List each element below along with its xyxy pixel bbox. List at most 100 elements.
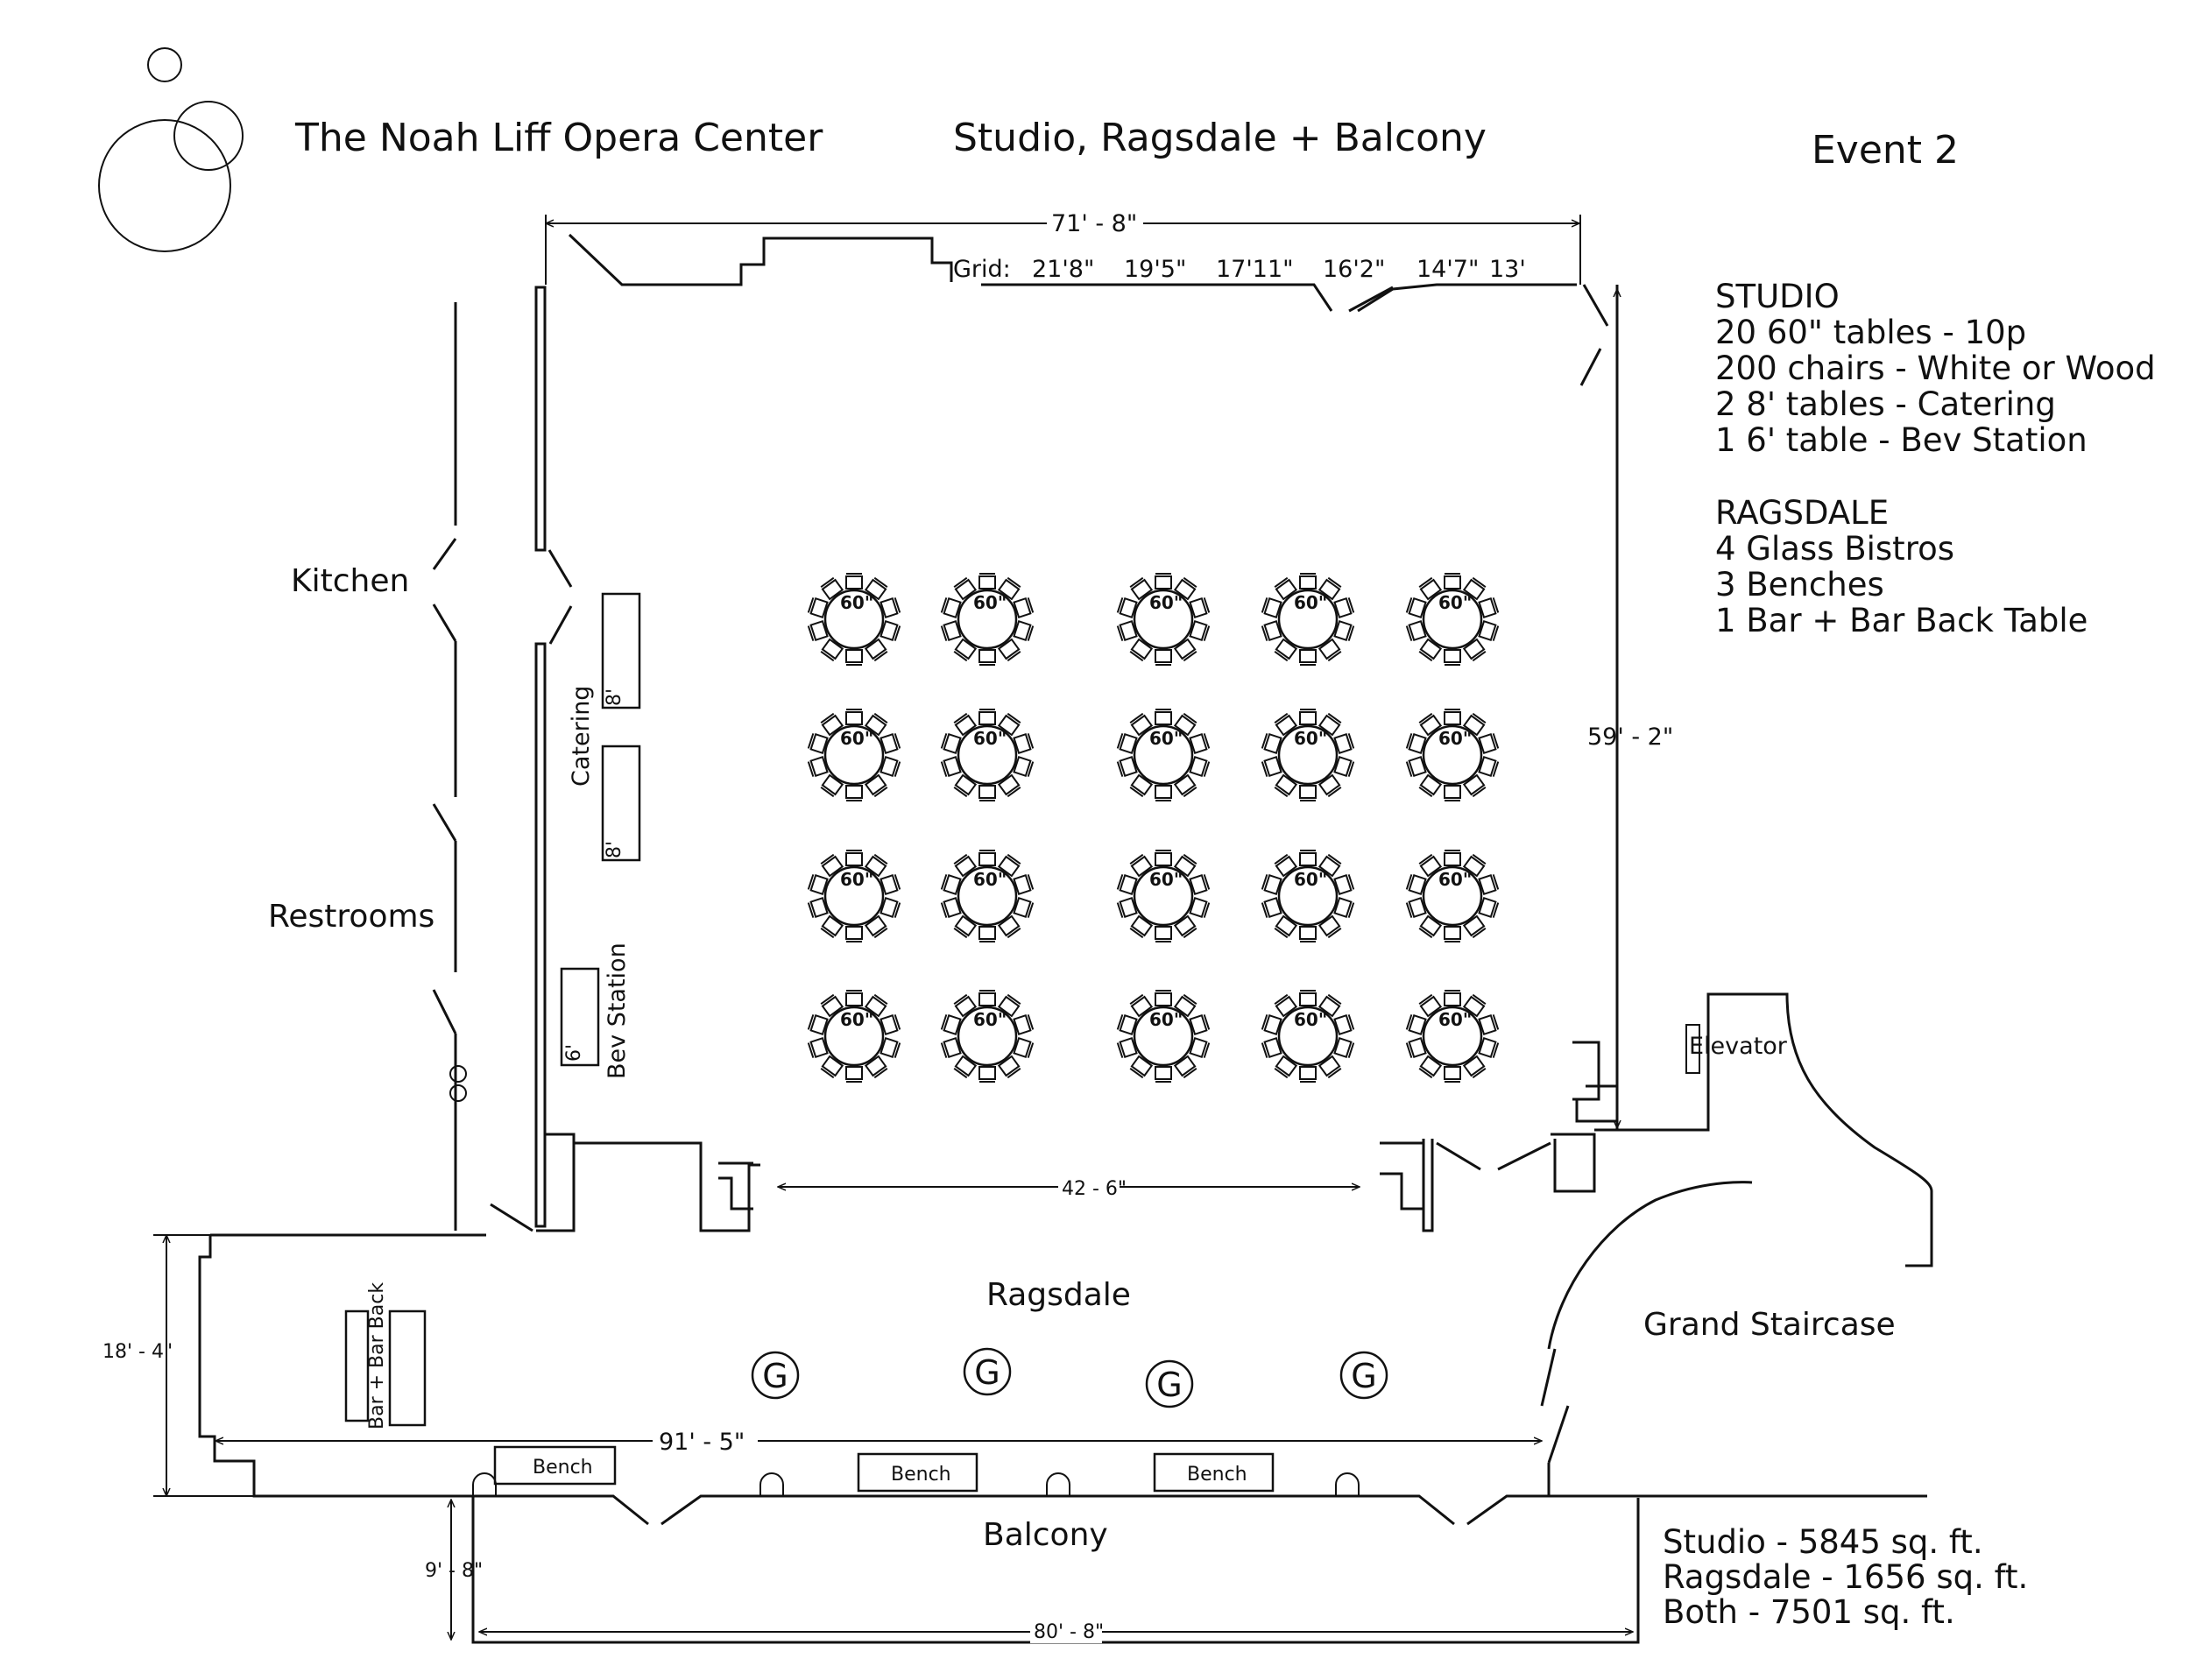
chair [809, 896, 829, 918]
chair [1130, 638, 1154, 660]
studio-inner-width-dim: 42 - 6" [1062, 1178, 1127, 1200]
chair [1299, 926, 1317, 940]
chair [1299, 575, 1317, 589]
chair-back [1007, 786, 1021, 798]
bev-table-size: 6' [563, 1044, 585, 1062]
chair [864, 638, 887, 660]
chair [1318, 773, 1341, 796]
chair-back [1472, 993, 1487, 1006]
bev-station-table [560, 967, 600, 1067]
restrooms-label: Restrooms [268, 899, 434, 935]
ragsdale-note-item: 4 Glass Bistros [1715, 530, 1954, 568]
chair [845, 711, 863, 725]
chair-back [940, 733, 948, 749]
chair-back [1261, 874, 1268, 890]
chair-back [1327, 927, 1342, 939]
table-size-label: 60" [1149, 869, 1183, 890]
studio-walls [432, 233, 1933, 1267]
bar-area: Bar + Bar Back [344, 1282, 427, 1429]
chair [1119, 597, 1138, 619]
table-size-label: 60" [1294, 869, 1327, 890]
chair-back [1007, 993, 1021, 1006]
table-top [1277, 865, 1339, 927]
chair [821, 714, 844, 737]
ragsdale-note-item: 1 Bar + Bar Back Table [1715, 602, 2088, 639]
dimensions: 71' - 8" 59' - 2" 42 - 6" 18' - 4" 91' -… [102, 208, 1673, 1643]
chair [1333, 874, 1353, 896]
chair [954, 714, 978, 737]
chair-back [807, 1014, 815, 1030]
chair-back [1007, 576, 1021, 589]
chair [1263, 755, 1282, 777]
glass-bistro: G [1145, 1359, 1194, 1408]
chair [1333, 619, 1353, 641]
table-size-label: 60" [1294, 728, 1327, 749]
chair [1275, 638, 1298, 660]
chair [880, 733, 899, 755]
chair [954, 1055, 978, 1077]
chair [1189, 1036, 1208, 1058]
chair [1419, 638, 1443, 660]
chair [1119, 1036, 1138, 1058]
chair [954, 914, 978, 937]
table-size-label: 60" [1438, 592, 1472, 613]
chair-back [1203, 1014, 1211, 1030]
table-size-label: 60" [1294, 1009, 1327, 1030]
chair [978, 575, 996, 589]
chair [821, 773, 844, 796]
chair [1155, 649, 1172, 663]
chair [821, 578, 844, 601]
table-top [957, 865, 1018, 927]
chair-back [1116, 597, 1124, 613]
chair-back [1472, 1067, 1487, 1079]
chair-back [1183, 1067, 1197, 1079]
chair-back [894, 1014, 901, 1030]
chair [1444, 711, 1461, 725]
chair-back [873, 576, 888, 589]
balcony-width-dim: 80' - 8" [1034, 1621, 1104, 1643]
chair [997, 855, 1021, 878]
chair [1189, 597, 1208, 619]
area-total: Both - 7501 sq. ft. [1663, 1593, 1955, 1631]
chair [1444, 852, 1461, 866]
chair-back [1203, 761, 1211, 777]
chair [1318, 855, 1341, 878]
chair-back [1116, 902, 1124, 918]
chair-back [1347, 874, 1355, 890]
chair [1155, 926, 1172, 940]
chair [1155, 1066, 1172, 1080]
chair [1189, 1014, 1208, 1036]
ragsdale-depth-dim: 18' - 4" [102, 1341, 173, 1363]
opera-center-logo [98, 47, 244, 252]
chair-back [1472, 650, 1487, 662]
chair [1275, 855, 1298, 878]
chair-back [820, 853, 835, 865]
chair-back [1027, 597, 1035, 613]
ragsdale-note-item: 3 Benches [1715, 566, 1884, 604]
bistro-marker: G [974, 1353, 1000, 1392]
chair [1419, 1055, 1443, 1077]
chair-back [1203, 597, 1211, 613]
chair-back [1274, 993, 1289, 1006]
table-top [823, 865, 885, 927]
bench [1153, 1452, 1275, 1493]
chair-back [953, 993, 968, 1006]
catering-table-size: 8' [604, 688, 625, 706]
studio-note-item: 200 chairs - White or Wood [1715, 349, 2156, 387]
chair [821, 638, 844, 660]
chair [1478, 619, 1497, 641]
chair-back [1327, 712, 1342, 724]
chair-back [1116, 625, 1124, 641]
chair-back [1183, 712, 1197, 724]
chair-back [1007, 712, 1021, 724]
chair [1013, 619, 1032, 641]
chair [1478, 755, 1497, 777]
chair-back [1274, 576, 1289, 589]
grid-label: Grid: [953, 256, 1011, 283]
chair-back [807, 874, 815, 890]
round-table-60: 60" [940, 709, 1035, 801]
chair-back [1261, 1014, 1268, 1030]
studio-width-dim: 71' - 8" [1051, 210, 1137, 237]
